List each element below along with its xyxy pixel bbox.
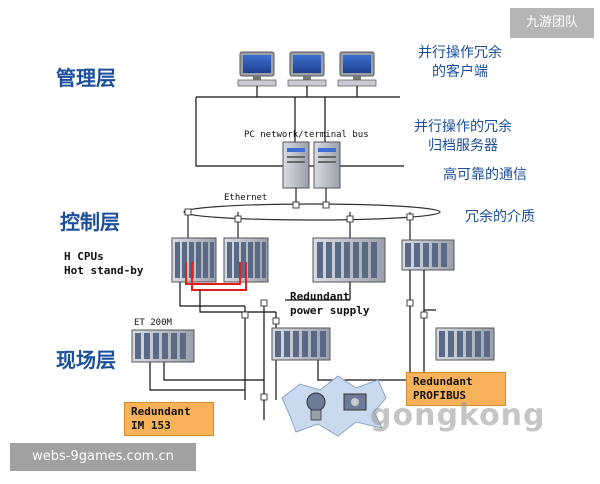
- redundant-profibus-callout: Redundant PROFIBUS: [406, 372, 506, 406]
- server-icon: [313, 141, 341, 189]
- redundant-power-label: Redundant power supply: [290, 290, 369, 318]
- label-line: Hot stand-by: [64, 264, 144, 277]
- plc-rack-icon: [401, 239, 455, 271]
- hcpu-label: H CPUs Hot stand-by: [64, 250, 143, 278]
- plc-rack-icon: [271, 327, 331, 361]
- callout-line: PROFIBUS: [413, 389, 466, 402]
- control-layer-label: 控制层: [60, 210, 120, 234]
- sync-link: [185, 262, 247, 291]
- plc-rack-icon: [131, 329, 195, 363]
- callout-line: Redundant: [413, 375, 473, 388]
- field-device-icon: [281, 375, 387, 437]
- gongkong-watermark: gongkong: [370, 398, 546, 433]
- ethernet-ring: [183, 203, 441, 221]
- parallel-clients-note: 并行操作冗余 的客户端: [400, 44, 520, 82]
- computer-icon: [287, 51, 327, 87]
- management-layer-label: 管理层: [56, 66, 116, 90]
- archive-servers-note: 并行操作的冗余 归档服务器: [398, 118, 528, 156]
- plc-rack-icon: [171, 237, 217, 283]
- redundant-im153-callout: Redundant IM 153: [124, 402, 214, 436]
- note-line: 并行操作的冗余: [414, 119, 512, 135]
- note-line: 并行操作冗余: [418, 45, 502, 61]
- ethernet-drops: [187, 188, 411, 240]
- redundant-media-note: 冗余的介质: [465, 209, 535, 225]
- server-icon: [282, 141, 310, 189]
- field-nodes: [241, 299, 428, 401]
- computer-icon: [337, 51, 377, 87]
- plc-rack-icon: [312, 237, 386, 283]
- label-line: Redundant: [290, 290, 350, 303]
- callout-line: Redundant: [131, 405, 191, 418]
- computer-icon: [237, 51, 277, 87]
- note-line: 归档服务器: [428, 138, 498, 154]
- ethernet-label: Ethernet: [224, 193, 268, 203]
- label-line: power supply: [290, 304, 370, 317]
- callout-line: IM 153: [131, 419, 171, 432]
- top-watermark: 九游团队: [510, 8, 594, 38]
- et200m-label: ET 200M: [134, 318, 172, 328]
- note-line: 的客户端: [432, 64, 488, 80]
- plc-rack-icon: [435, 327, 495, 361]
- field-layer-label: 现场层: [56, 348, 116, 372]
- bottom-watermark: webs-9games.com.cn: [10, 443, 196, 471]
- reliable-comm-note: 高可靠的通信: [443, 167, 527, 183]
- label-line: H CPUs: [64, 250, 104, 263]
- pc-network-label: PC network/terminal bus: [244, 130, 369, 140]
- ring-nodes: [184, 201, 414, 223]
